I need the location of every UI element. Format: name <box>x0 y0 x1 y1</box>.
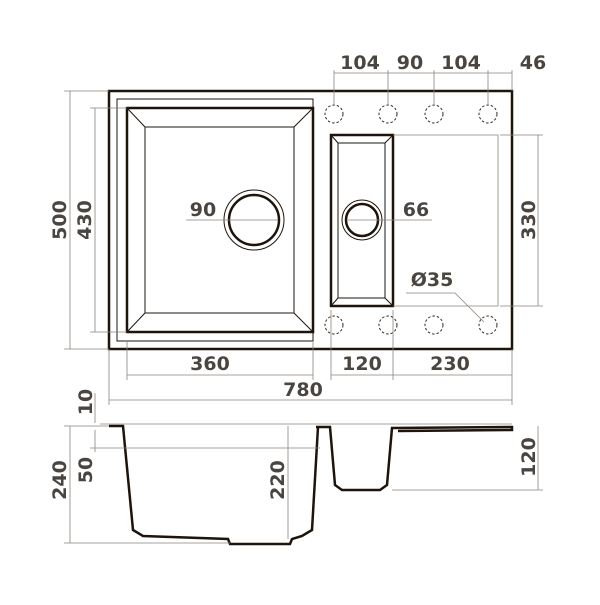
dim-780: 780 <box>283 379 323 401</box>
tap-holes <box>324 104 498 335</box>
dim-240: 240 <box>49 460 71 500</box>
dim-104a: 104 <box>340 52 380 74</box>
drainboard <box>393 134 499 307</box>
small-bowl-inner <box>337 142 386 299</box>
dim-104b: 104 <box>441 52 481 74</box>
top-view: 104 90 104 46 500 430 90 66 330 Ø35 360 … <box>49 52 546 405</box>
dim-360: 360 <box>190 353 230 375</box>
dim-500: 500 <box>49 200 71 240</box>
dim-small-drain: 66 <box>403 199 429 221</box>
dim-main-drain: 90 <box>190 199 216 221</box>
dim-120: 120 <box>342 353 382 375</box>
dim-330: 330 <box>518 200 540 240</box>
dim-tap-hole: Ø35 <box>411 269 454 291</box>
main-bowl <box>125 106 315 334</box>
sink-outline <box>107 89 514 351</box>
small-bowl <box>329 133 395 308</box>
dim-220: 220 <box>267 460 289 500</box>
main-bowl-inner <box>144 126 295 314</box>
dim-side-120: 120 <box>518 437 540 477</box>
dim-430: 430 <box>74 200 96 240</box>
main-bowl-corners <box>126 107 314 333</box>
dim-10: 10 <box>75 389 97 415</box>
dim-90: 90 <box>397 52 423 74</box>
dim-230: 230 <box>430 353 470 375</box>
dim-46: 46 <box>520 52 546 74</box>
dim-50: 50 <box>75 457 97 483</box>
side-view: 10 50 240 220 120 <box>49 389 543 546</box>
sink-profile <box>109 424 514 546</box>
